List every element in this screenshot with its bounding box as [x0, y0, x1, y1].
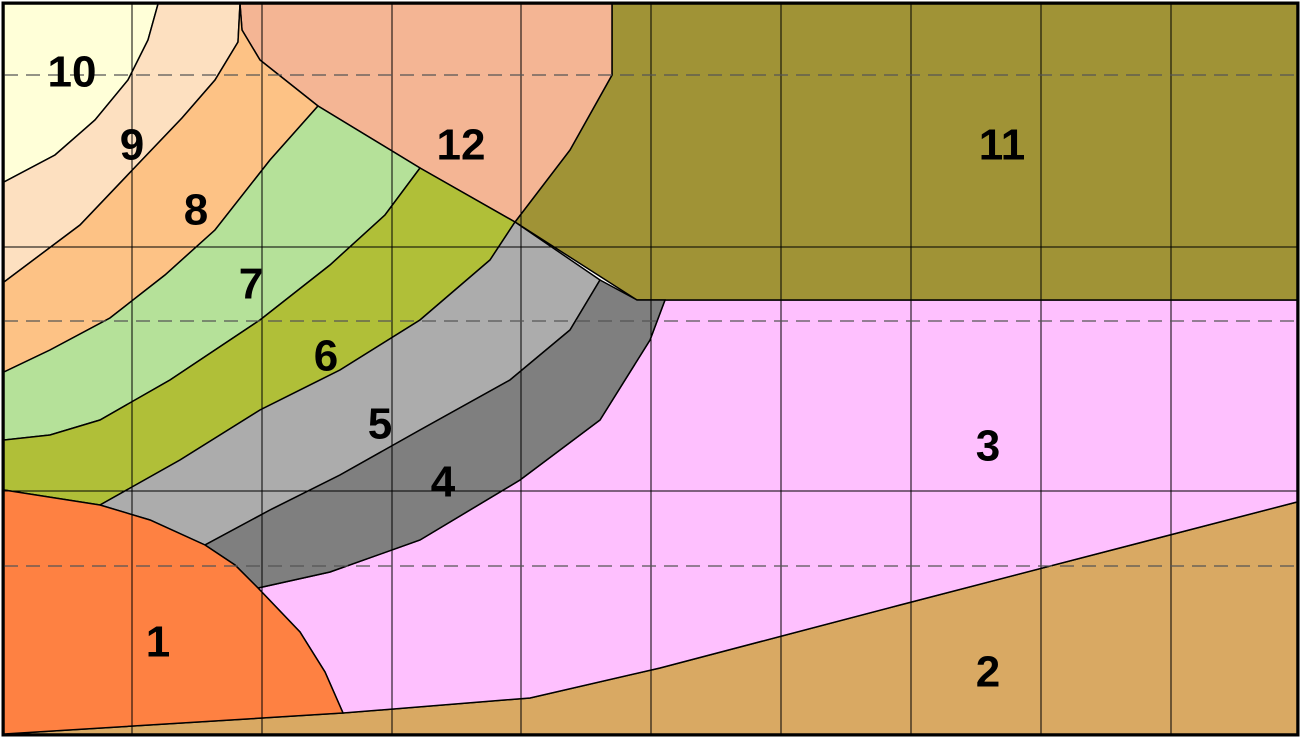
label-9: 9: [120, 121, 144, 170]
label-6: 6: [314, 332, 338, 381]
label-1: 1: [146, 618, 170, 667]
label-12: 12: [437, 121, 486, 170]
label-10: 10: [48, 48, 97, 97]
label-4: 4: [431, 458, 456, 507]
dashed-lines: [4, 74, 1297, 567]
region-1: [3, 489, 345, 735]
label-3: 3: [976, 422, 1000, 471]
region-11: [513, 3, 1298, 301]
grid: [4, 4, 1297, 734]
label-2: 2: [976, 648, 1000, 697]
label-8: 8: [184, 186, 208, 235]
label-5: 5: [368, 400, 392, 449]
label-7: 7: [239, 260, 263, 309]
region-labels: 10 9 8 7 6 5 4 12 11 3 2 1: [48, 48, 1026, 697]
label-11: 11: [979, 121, 1026, 170]
